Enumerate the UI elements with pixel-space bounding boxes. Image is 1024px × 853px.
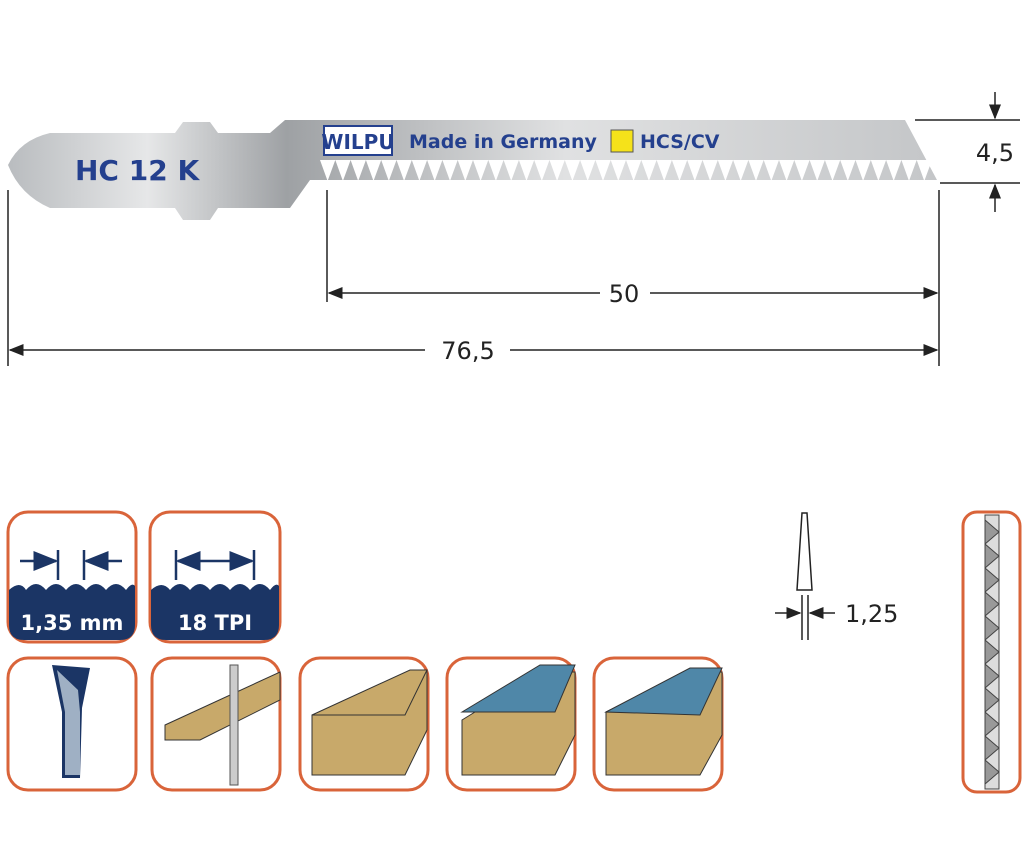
blade-thickness-diagram bbox=[775, 512, 835, 640]
tooth-set-side-view bbox=[961, 510, 1022, 794]
material-swatch bbox=[610, 129, 634, 153]
saw-blade bbox=[8, 120, 937, 220]
width-label: 4,5 bbox=[976, 139, 1014, 167]
svg-text:WILPU: WILPU bbox=[321, 130, 394, 154]
working-length-label: 50 bbox=[609, 280, 640, 308]
wilpu-logo: WILPU bbox=[321, 125, 395, 156]
dimension-lines bbox=[7, 92, 1020, 366]
blade-model: HC 12 K bbox=[75, 154, 200, 187]
thickness-label: 1,25 bbox=[845, 600, 898, 628]
tpi-label: 18 TPI bbox=[178, 611, 252, 635]
curve-cut-icon bbox=[150, 656, 282, 792]
origin-label: Made in Germany bbox=[409, 131, 597, 153]
material-label: HCS/CV bbox=[640, 131, 720, 153]
ground-tooth-icon bbox=[6, 656, 138, 792]
tpi-icon: 18 TPI bbox=[148, 510, 282, 644]
laminated-board-icon bbox=[445, 656, 577, 792]
total-length-label: 76,5 bbox=[441, 337, 494, 365]
tooth-pitch-label: 1,35 mm bbox=[21, 611, 124, 635]
tooth-pitch-icon: 1,35 mm bbox=[6, 510, 138, 644]
chipboard-icon bbox=[592, 656, 724, 792]
softwood-icon bbox=[298, 656, 430, 792]
